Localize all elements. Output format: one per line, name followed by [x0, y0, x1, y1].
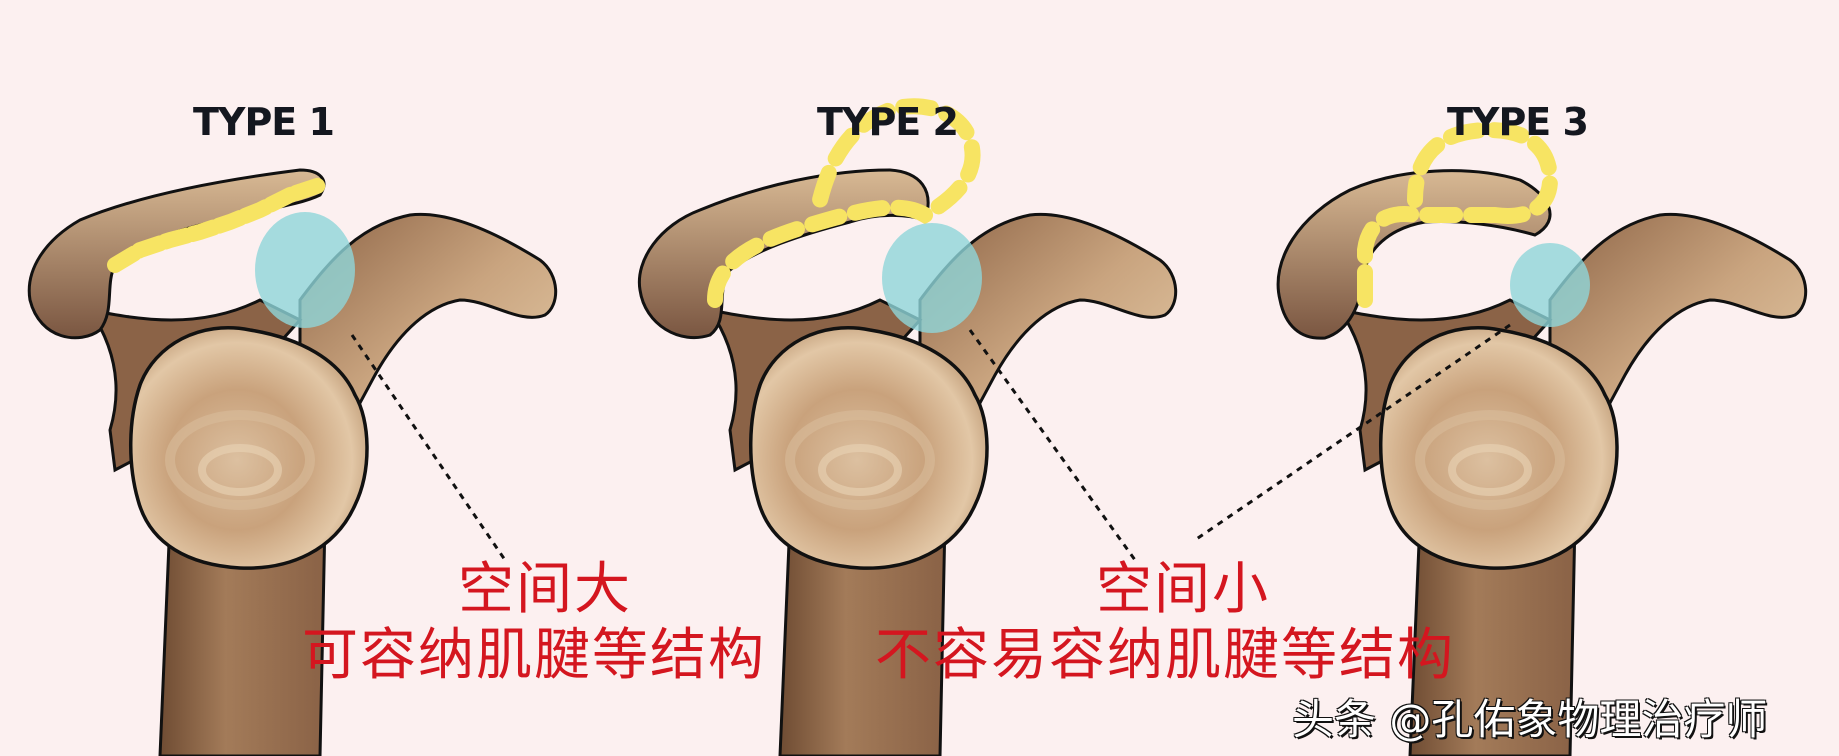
panel-type2-scapula — [637, 98, 1175, 756]
title-type1: TYPE 1 — [193, 100, 335, 144]
annotation-small-space-line2: 不容易容纳肌腱等结构 — [875, 623, 1455, 688]
annotation-large-space-line1: 空间大 — [458, 557, 632, 622]
watermark: 头条 @孔佑象物理治疗师 — [1292, 695, 1768, 744]
panel-type1-scapula — [27, 168, 555, 756]
annotation-small-space-line1: 空间小 — [1096, 557, 1270, 622]
annotation-large-space-line2: 可容纳肌腱等结构 — [302, 623, 766, 688]
panel-type3-scapula — [1194, 121, 1806, 756]
title-type3: TYPE 3 — [1447, 100, 1589, 144]
title-type2: TYPE 2 — [817, 100, 959, 144]
